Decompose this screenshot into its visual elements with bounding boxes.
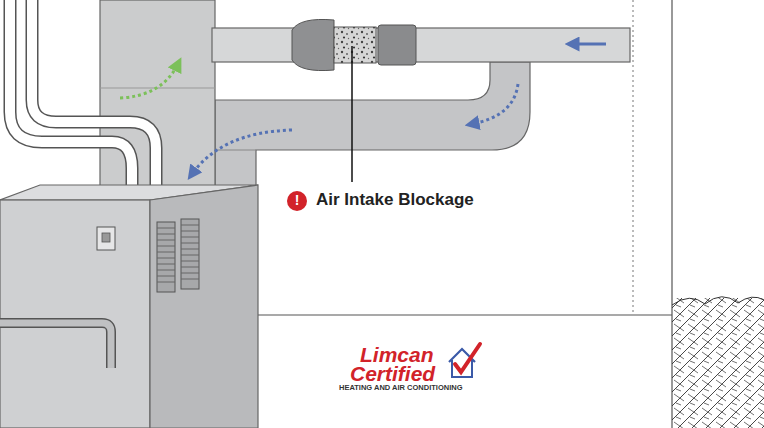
airflow-arrows [192,130,292,174]
logo-tagline: HEATING AND AIR CONDITIONING [339,384,462,392]
logo-word: Certified [350,362,435,385]
warning-icon [287,191,307,211]
room-outline [672,297,764,305]
intake-pipe [212,19,630,70]
callout-label: Air Intake Blockage [316,191,474,210]
logo-mark [449,344,480,377]
vent-pipes [32,0,156,200]
gas-pipe [0,323,111,368]
airflow-arrows [472,84,518,124]
leader-line [351,46,353,182]
furnace-cabinet [157,225,199,282]
intake-pipe [378,25,416,65]
airflow-arrows [572,43,606,46]
return-duct [215,62,530,320]
airflow-arrows [120,64,178,98]
intake-pipe [292,19,334,70]
vent-pipes [32,0,156,200]
room-outline [672,298,764,428]
leader-line [352,46,353,182]
room-outline [256,314,672,315]
furnace-cabinet [0,185,258,428]
furnace-cabinet [97,227,115,250]
gas-pipe [0,323,111,368]
airflow-arrows [120,44,606,174]
room-outline [633,0,634,315]
intake-pipe [212,28,630,62]
furnace-cabinet [0,200,150,428]
return-duct [215,62,530,320]
logo-mark [455,344,480,372]
warning-icon [287,191,307,211]
furnace-cabinet [150,185,258,428]
warning-mark: ! [288,193,306,208]
vent-pipes [10,0,156,200]
gas-pipe [0,323,111,368]
intake-pipe [334,27,376,63]
return-duct [215,150,256,151]
furnace-cabinet [102,233,110,242]
